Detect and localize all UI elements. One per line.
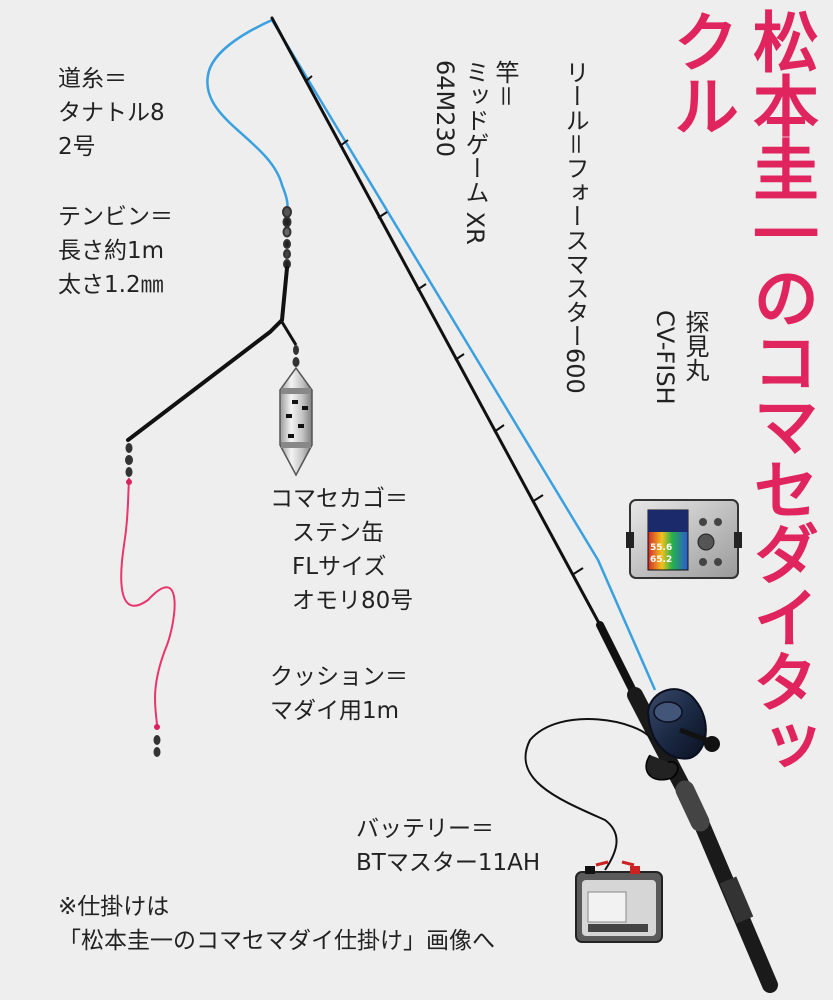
rod-line	[270, 19, 657, 691]
title: 松本圭一のコマセダイタックル	[662, 8, 819, 776]
reel-label: リール＝フォースマスター600	[561, 60, 589, 394]
note-label: ※仕掛けは 「松本圭一のコマセマダイ仕掛け」画像へ	[58, 894, 495, 954]
cushion-line	[120, 477, 176, 726]
tenbin-arm	[126, 266, 289, 442]
reel	[645, 688, 720, 781]
tenbin-label: テンビン＝ 長さ約1m 太さ1.2㎜	[58, 204, 173, 298]
sonar-device: 55.6 65.2	[626, 499, 742, 579]
rod-blank	[270, 16, 602, 627]
swivel-bottom	[153, 735, 161, 757]
battery	[575, 860, 663, 943]
sonar-bottom-value: 65.2	[650, 555, 672, 565]
michiito-label: 道糸＝ タナトル8 2号	[58, 66, 165, 160]
battery-label: バッテリー＝ BTマスター11AH	[356, 816, 541, 876]
sonar-top-value: 55.6	[650, 543, 672, 553]
battery-cable	[524, 718, 653, 871]
cushion-label: クッション＝ マダイ用1m	[270, 664, 408, 724]
rod-label: 竿＝ ミッドゲーム XR 64M230	[431, 60, 519, 245]
rod-guides	[304, 75, 584, 576]
komase-can	[279, 366, 313, 477]
swivel-arm	[125, 443, 133, 477]
snap-can	[292, 345, 300, 367]
sonar-label: 探見丸 CV-FISH	[651, 310, 709, 405]
komasekago-label: コマセカゴ＝ ステン缶 FLサイズ オモリ80号	[270, 486, 414, 614]
main-line	[206, 18, 289, 211]
swivel-top	[282, 206, 292, 269]
